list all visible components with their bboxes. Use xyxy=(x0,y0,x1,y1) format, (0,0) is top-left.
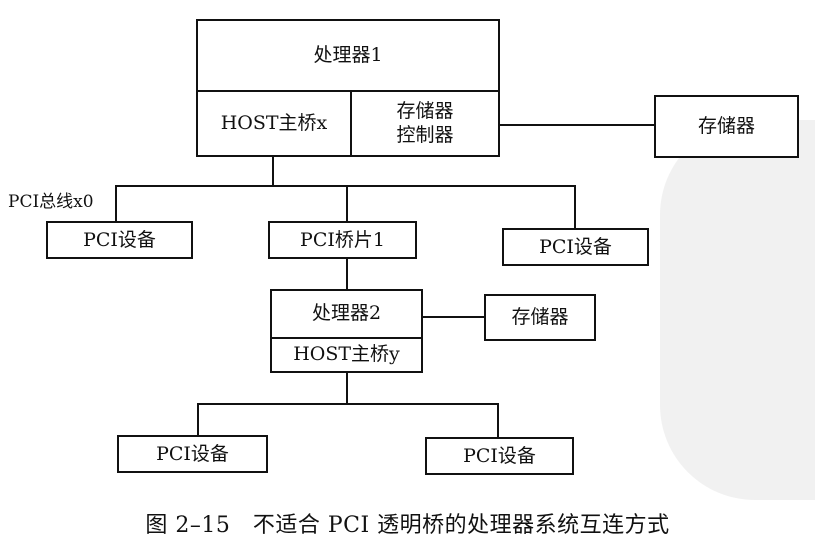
processor2-memory-link xyxy=(423,316,484,318)
host-y-down-link xyxy=(346,373,348,404)
bus-drop-left xyxy=(115,185,117,221)
processor2-block: 处理器2 HOST主桥y xyxy=(270,289,423,373)
pci-device-bottom-right-box: PCI设备 xyxy=(425,437,574,475)
bus-y-drop-right xyxy=(497,403,499,437)
memory2-box: 存储器 xyxy=(484,294,596,341)
mem-controller-link xyxy=(500,124,654,126)
background-watermark xyxy=(660,120,815,500)
processor2-label: 处理器2 xyxy=(311,302,382,325)
pci-bus-x0-label: PCI总线x0 xyxy=(8,192,94,212)
pci-bus-y-line xyxy=(197,403,499,405)
bus-y-drop-left xyxy=(197,403,199,435)
memory1-box: 存储器 xyxy=(654,95,799,158)
pci-device-bottom-left-box: PCI设备 xyxy=(117,435,268,473)
host-x-down-link xyxy=(272,157,274,186)
processor1-vertical-divider xyxy=(350,92,352,155)
host-bridge-y-label: HOST主桥y xyxy=(293,343,400,366)
pci-device-right-box: PCI设备 xyxy=(502,228,649,266)
host-bridge-x-label: HOST主桥x xyxy=(220,111,328,134)
processor1-label: 处理器1 xyxy=(313,43,383,66)
processor1-block: 处理器1 HOST主桥x 存储器 控制器 xyxy=(196,19,500,157)
bridge-down-link xyxy=(346,259,348,290)
bus-drop-right xyxy=(574,185,576,228)
bus-drop-middle xyxy=(346,185,348,221)
pci-bridge1-box: PCI桥片1 xyxy=(268,221,417,259)
pci-device-left-box: PCI设备 xyxy=(46,221,193,259)
processor2-divider xyxy=(272,337,421,339)
processor1-divider xyxy=(198,90,498,92)
figure-caption: 图 2–15 不适合 PCI 透明桥的处理器系统互连方式 xyxy=(145,513,670,538)
memory-controller-label: 存储器 控制器 xyxy=(396,99,454,146)
pci-bus-x0-line xyxy=(115,185,576,187)
